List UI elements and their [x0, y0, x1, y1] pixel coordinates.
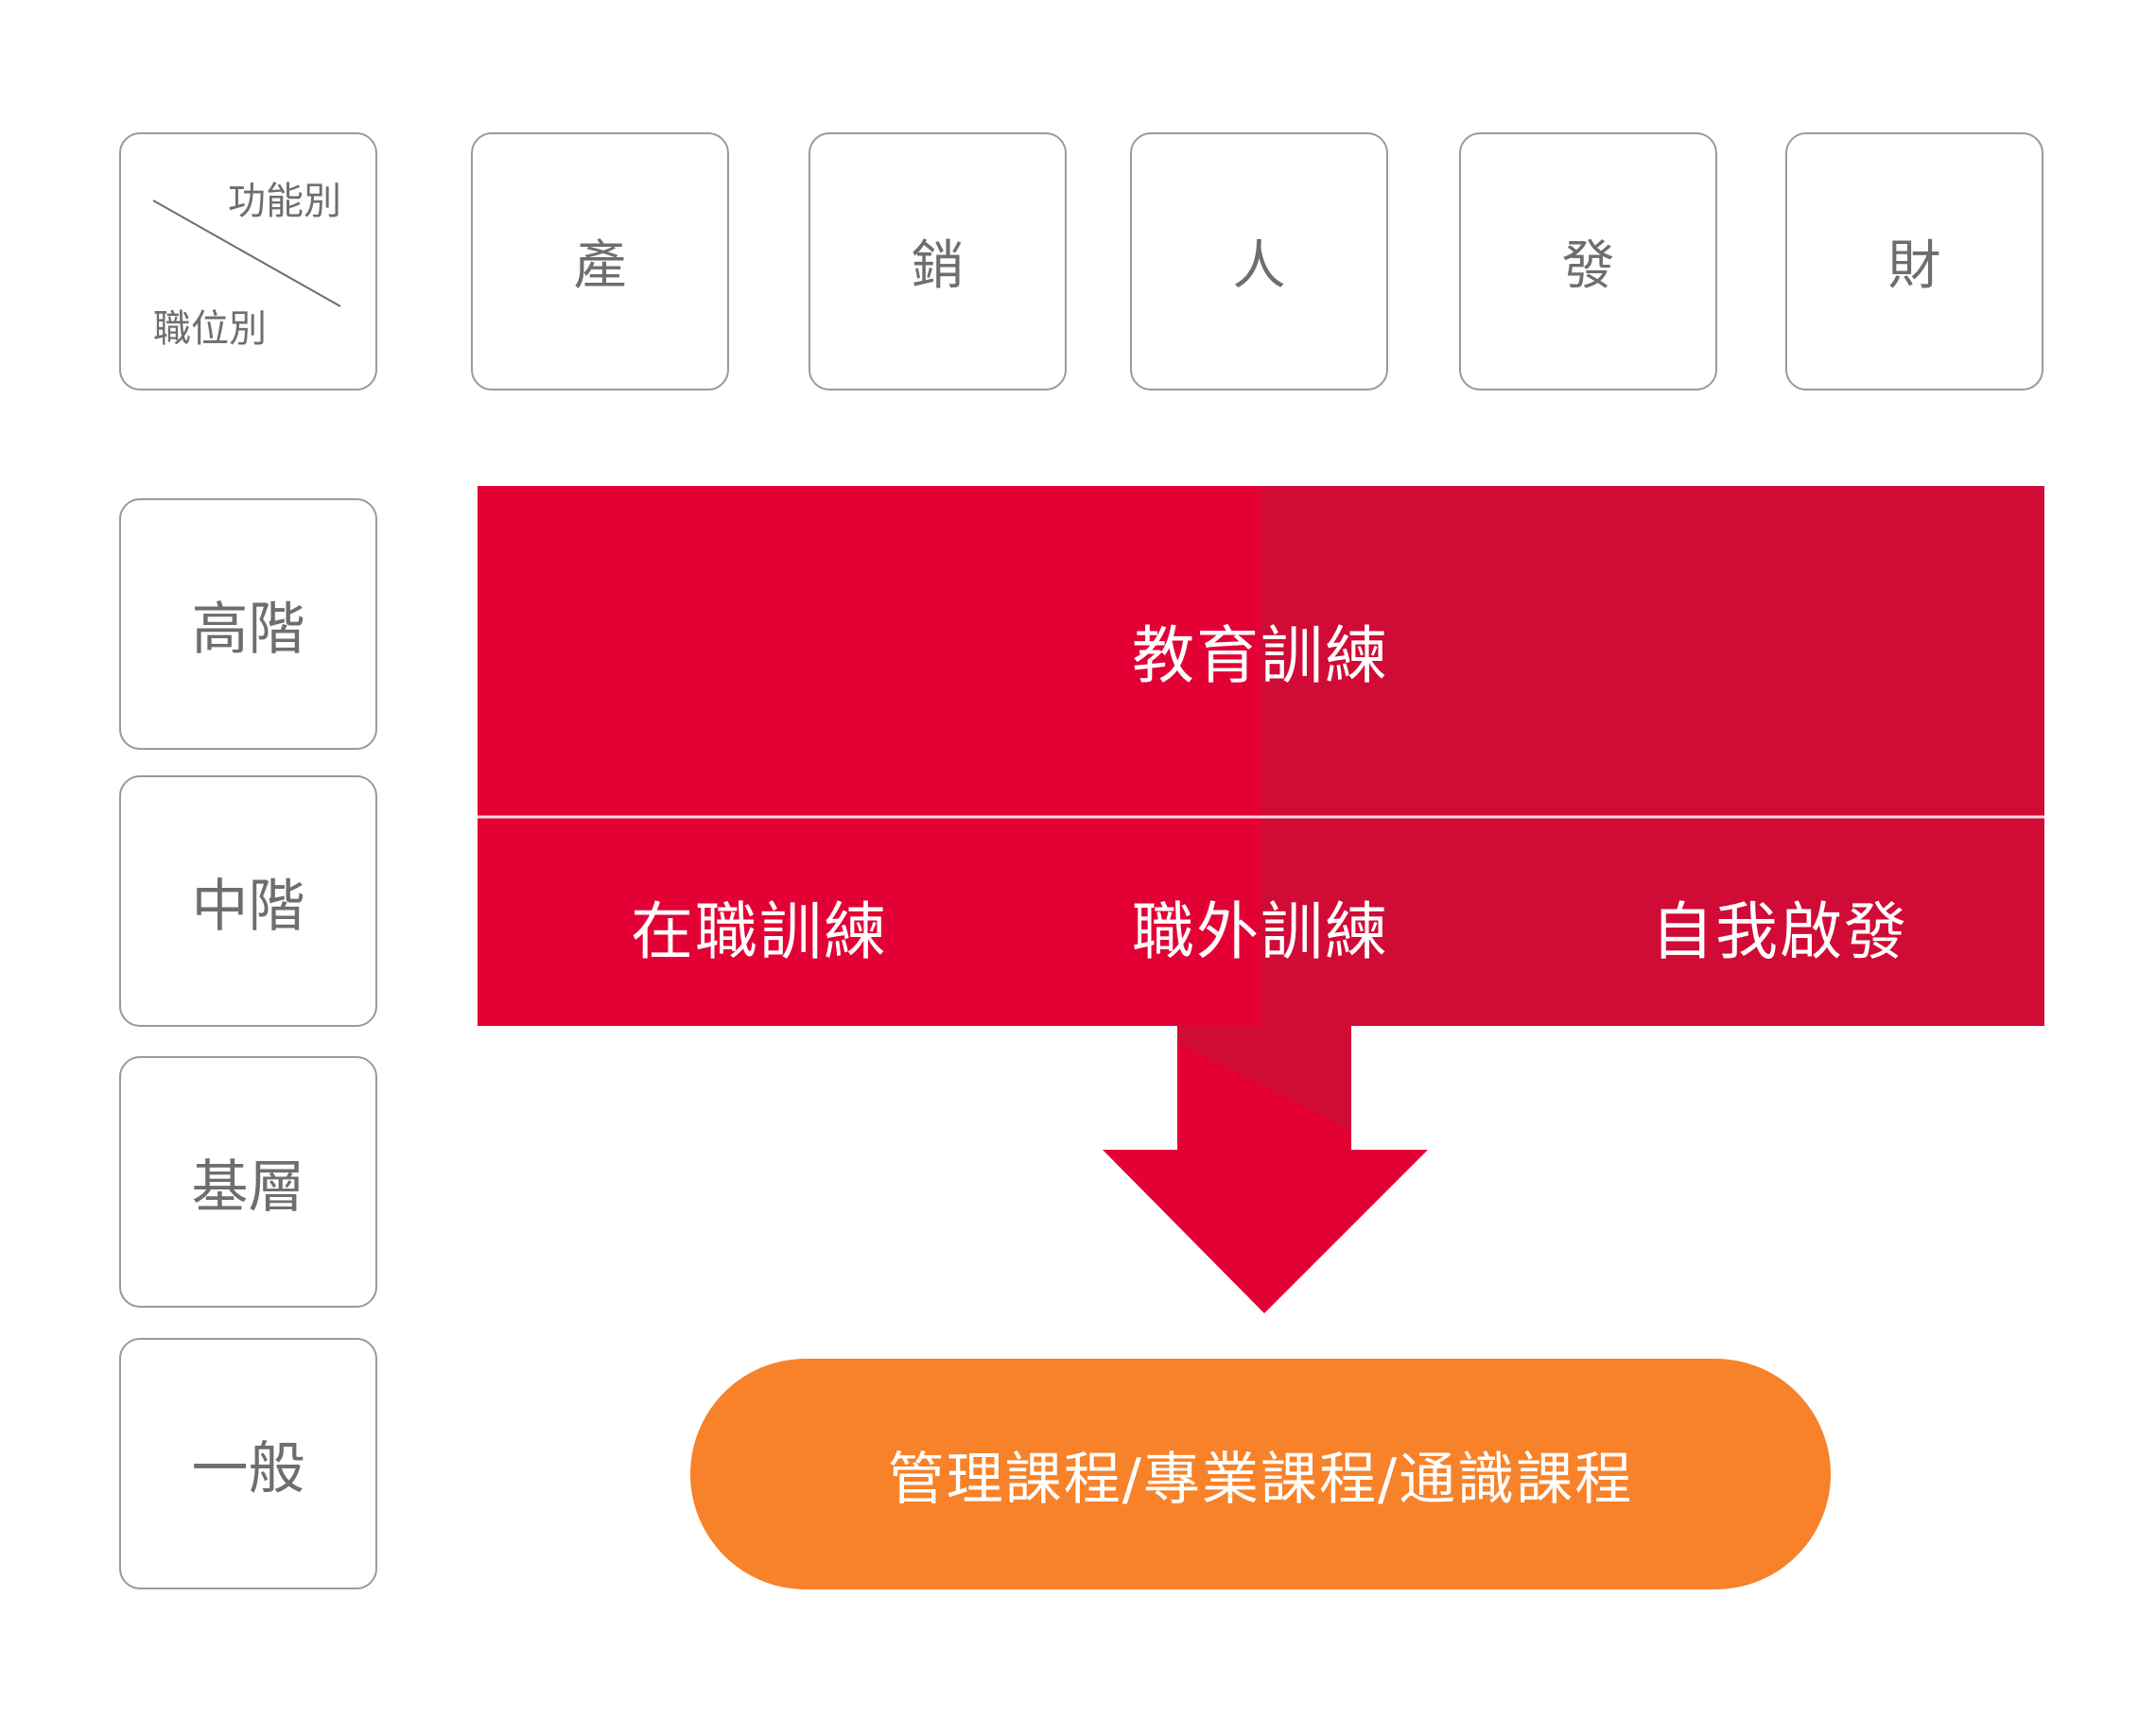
training-band-left [478, 486, 1261, 1026]
function-axis-label: 功能別 [228, 180, 341, 223]
method-self-development: 自我啟發 [1651, 895, 1908, 968]
level-middle: 中階 [119, 775, 377, 1027]
training-title: 教育訓練 [1132, 619, 1389, 692]
method-on-the-job: 在職訓練 [631, 895, 888, 968]
arrow-shaft-shade [1177, 1026, 1351, 1131]
position-axis-label: 職位別 [153, 307, 267, 351]
function-header-sales: 銷 [808, 132, 1067, 390]
function-header-production: 產 [471, 132, 729, 390]
function-header-rd: 發 [1459, 132, 1717, 390]
level-grassroots: 基層 [119, 1056, 377, 1308]
function-header-hr: 人 [1130, 132, 1388, 390]
level-senior: 高階 [119, 498, 377, 750]
course-outcome-pill: 管理課程/專業課程/通識課程 [690, 1359, 1831, 1589]
function-header-finance: 財 [1785, 132, 2043, 390]
diagonal-divider [152, 200, 341, 307]
method-off-the-job: 職外訓練 [1132, 895, 1389, 968]
level-general: 一般 [119, 1338, 377, 1589]
arrow-head [1103, 1150, 1428, 1313]
course-outcome-label: 管理課程/專業課程/通識課程 [887, 1446, 1634, 1513]
training-band-right [1261, 486, 2044, 1026]
corner-header-cell: 功能別 職位別 [119, 132, 377, 390]
